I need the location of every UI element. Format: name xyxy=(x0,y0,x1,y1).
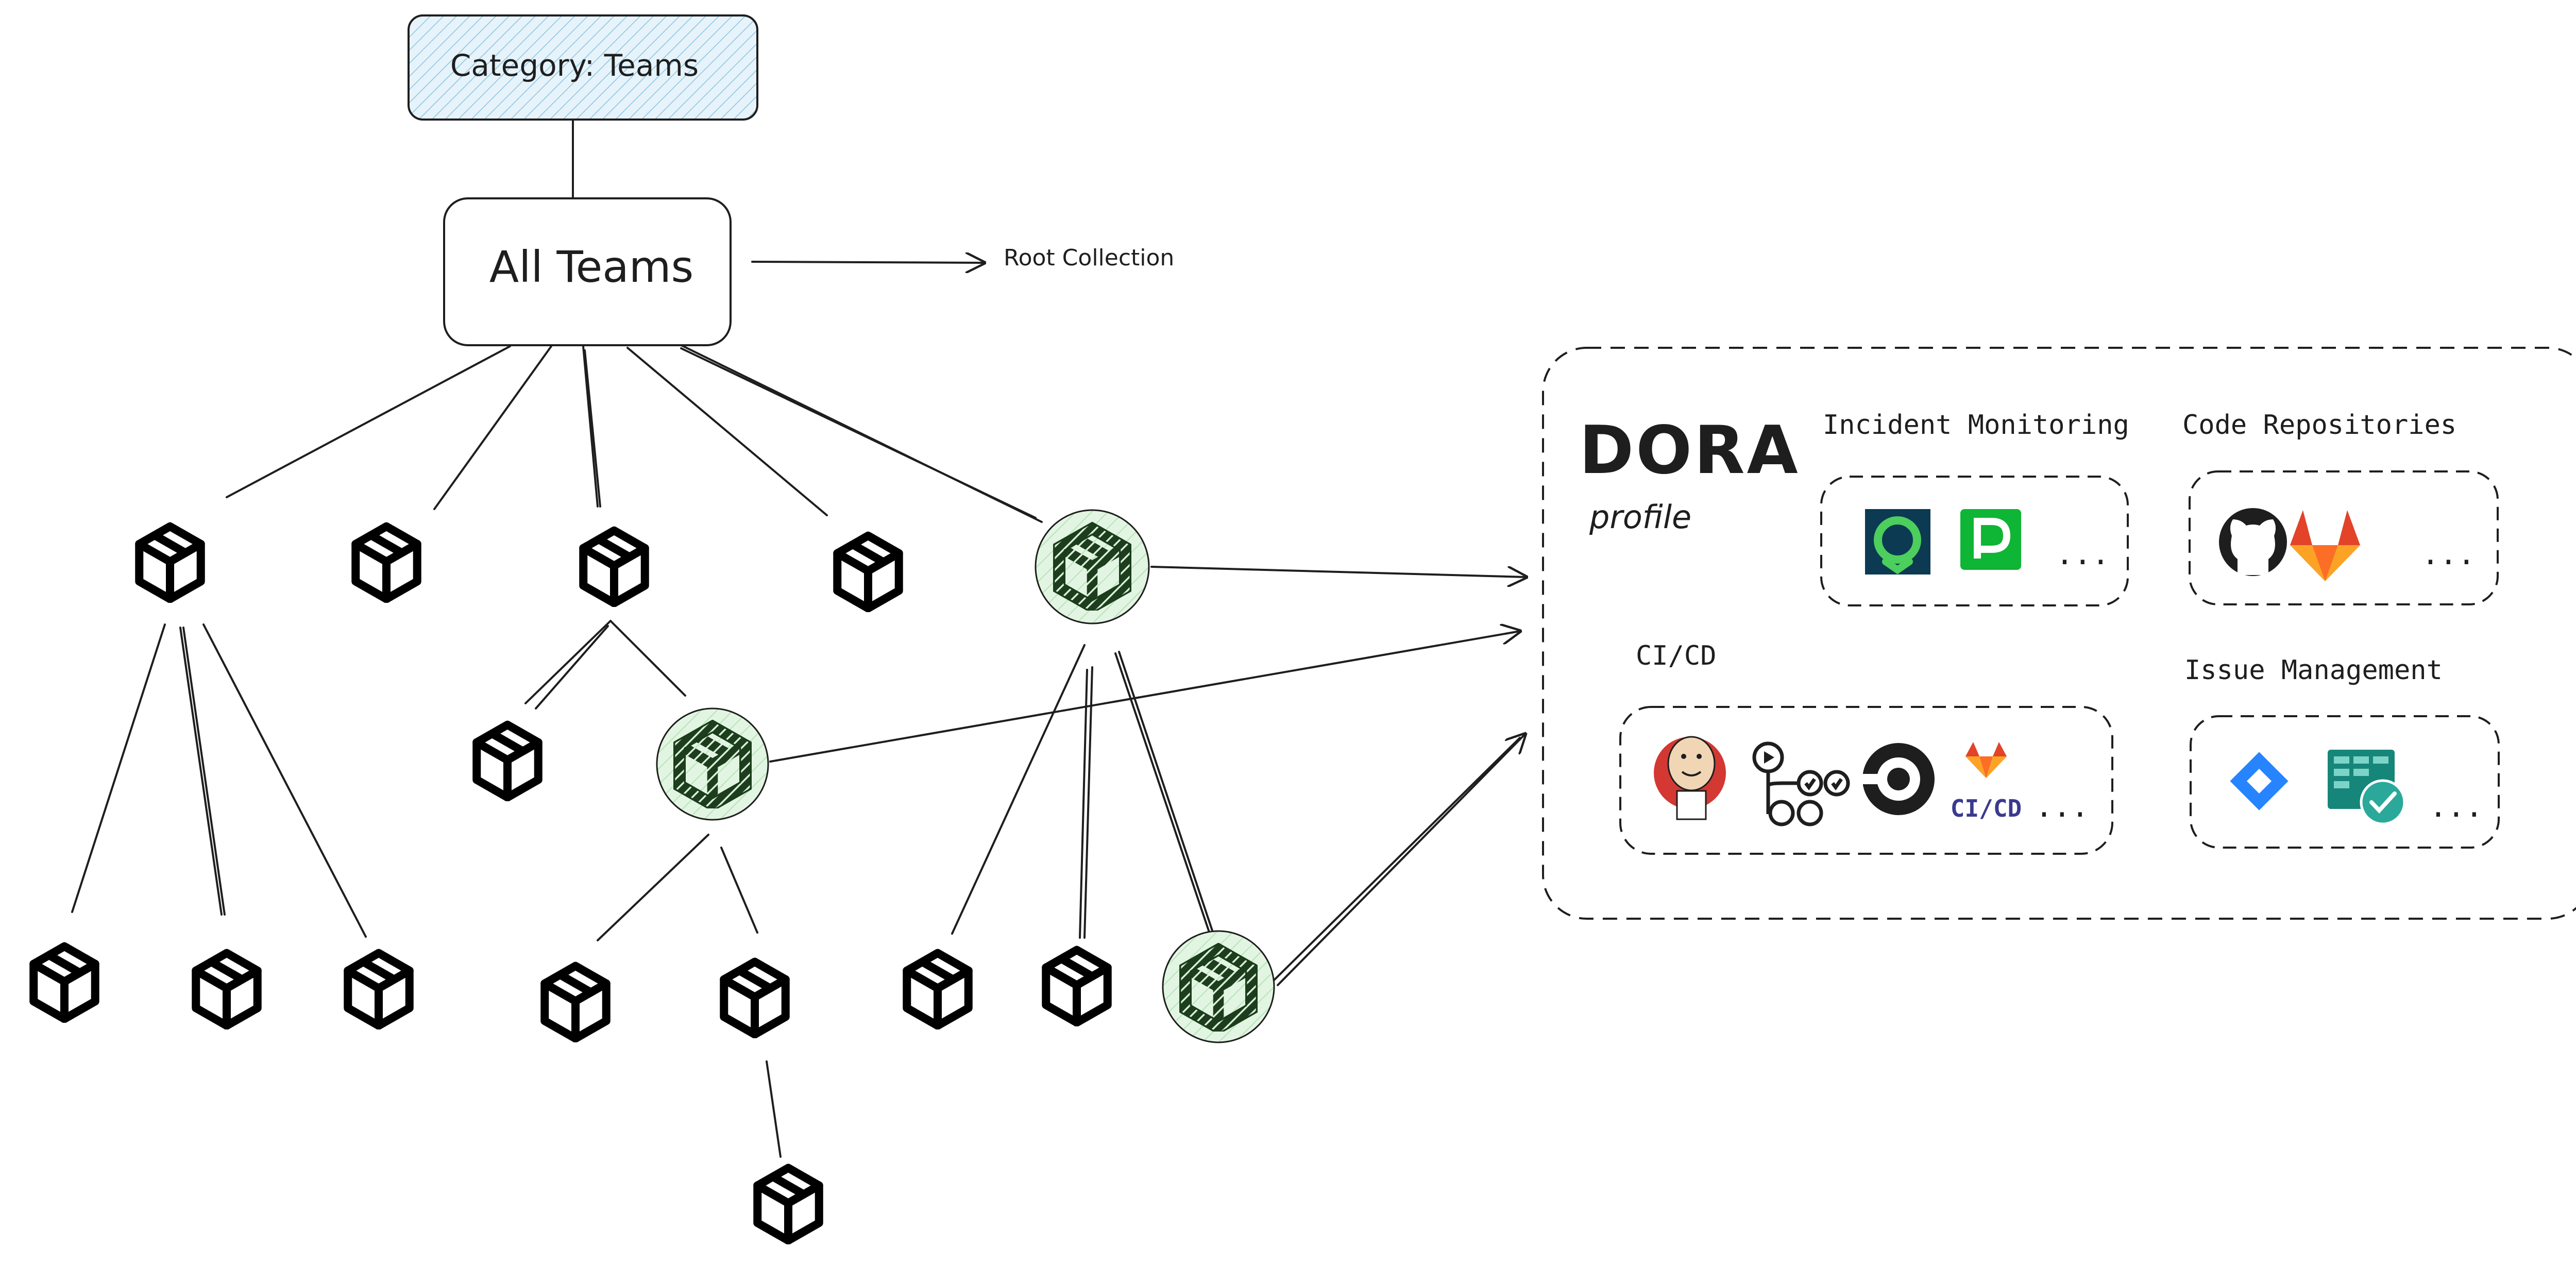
team-package-icon[interactable] xyxy=(724,962,785,1035)
team-package-icon[interactable] xyxy=(355,527,417,599)
code-repositories-group[interactable]: ... xyxy=(2189,470,2499,605)
opsgenie-icon xyxy=(1865,509,1930,575)
team-package-icon[interactable] xyxy=(583,531,645,603)
incident-monitoring-group[interactable]: ... xyxy=(1820,476,2129,606)
dora-arrows xyxy=(751,262,1526,986)
tree-connectors xyxy=(71,119,1214,1158)
issue-more-ellipsis: ... xyxy=(2429,789,2483,824)
cicd-group[interactable]: CI/CD ... xyxy=(1619,706,2113,855)
incident-more-ellipsis: ... xyxy=(2056,536,2110,571)
team-packages xyxy=(33,509,1275,1241)
team-package-icon[interactable] xyxy=(33,947,95,1019)
team-package-icon[interactable] xyxy=(477,725,538,798)
team-package-icon[interactable] xyxy=(196,953,257,1026)
jira-icon xyxy=(2230,752,2289,810)
team-package-icon[interactable] xyxy=(545,966,606,1039)
incident-monitoring-title: Incident Monitoring xyxy=(1823,410,2129,441)
code-repositories-title: Code Repositories xyxy=(2182,410,2456,441)
team-package-icon[interactable] xyxy=(757,1168,819,1241)
code-more-ellipsis: ... xyxy=(2421,536,2476,571)
team-with-dora-profile[interactable] xyxy=(1162,930,1275,1043)
team-with-dora-profile[interactable] xyxy=(1035,509,1150,624)
team-package-icon[interactable] xyxy=(837,536,899,609)
circleci-icon xyxy=(1862,743,1935,815)
team-with-dora-profile[interactable] xyxy=(656,707,769,821)
team-package-icon[interactable] xyxy=(907,953,968,1026)
gitlab-cicd-icon: CI/CD xyxy=(1951,742,2022,822)
team-package-icon[interactable] xyxy=(139,527,200,599)
team-package-icon[interactable] xyxy=(348,953,409,1026)
dora-title: DORA xyxy=(1579,412,1800,489)
gitlab-cicd-label: CI/CD xyxy=(1951,795,2022,822)
github-icon xyxy=(2219,508,2287,576)
cicd-more-ellipsis: ... xyxy=(2035,789,2089,824)
azure-boards-icon xyxy=(2328,750,2406,825)
root-node-all-teams[interactable]: All Teams xyxy=(443,197,732,346)
root-collection-note: Root Collection xyxy=(1004,245,1174,271)
root-label: All Teams xyxy=(489,242,694,292)
gitlab-icon xyxy=(2290,510,2360,581)
issue-management-group[interactable]: ... xyxy=(2190,715,2500,849)
dora-subtitle: profile xyxy=(1589,498,1691,536)
pagerduty-icon xyxy=(1960,509,2021,570)
jenkins-icon xyxy=(1654,736,1726,820)
dora-profile-panel: DORA profile Incident Monitoring ... Cod… xyxy=(1542,347,2576,920)
issue-management-title: Issue Management xyxy=(2184,655,2443,686)
category-node[interactable]: Category: Teams xyxy=(408,14,758,121)
team-package-icon[interactable] xyxy=(1046,950,1107,1023)
category-label: Category: Teams xyxy=(450,48,699,83)
cicd-title: CI/CD xyxy=(1636,640,1717,671)
github-actions-icon xyxy=(1752,741,1850,826)
